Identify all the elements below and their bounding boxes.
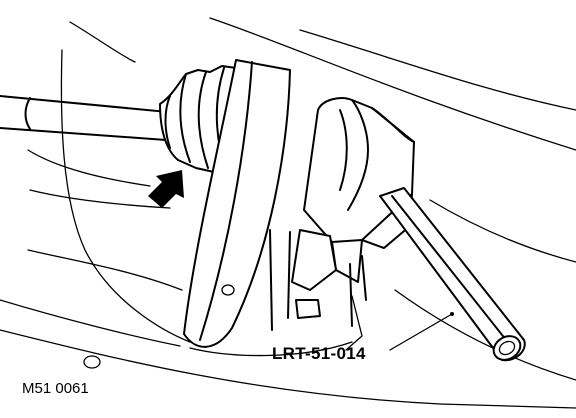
tool-reference-label: LRT-51-014 <box>272 344 366 363</box>
arrow-pointer-icon <box>148 170 184 208</box>
tool-handle <box>379 187 526 362</box>
drive-shaft <box>0 95 169 141</box>
mounting-hole <box>83 355 101 369</box>
hub-carrier <box>183 59 353 357</box>
figure-code: M51 0061 <box>22 380 89 397</box>
callout-leader <box>345 295 454 351</box>
housing-outline <box>0 17 576 409</box>
